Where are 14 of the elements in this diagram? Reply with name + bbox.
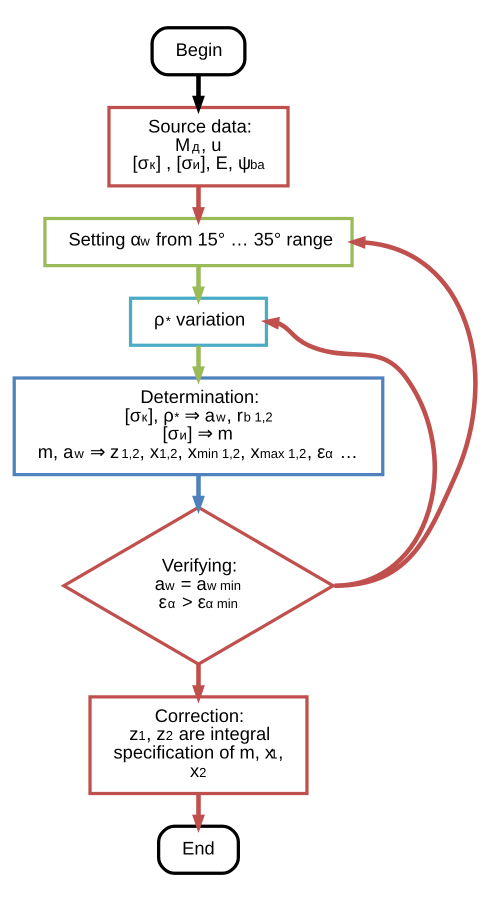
node-box: Setting αw from 15° … 35° range bbox=[42, 216, 354, 267]
node-box: Begin bbox=[150, 26, 246, 76]
node-box: ρ* variation bbox=[128, 296, 268, 346]
arrow bbox=[192, 664, 204, 704]
arrow bbox=[192, 345, 204, 384]
node-box: Source data: Mд, u [σк] , [σи], E, ψba bbox=[106, 105, 290, 187]
node-diamond: Verifying: aw = aw min εα > εα min bbox=[60, 504, 336, 666]
arrow bbox=[260, 316, 436, 588]
arrow bbox=[192, 265, 204, 304]
node-box: End bbox=[156, 824, 240, 874]
arrow bbox=[192, 74, 204, 114]
arrow bbox=[192, 793, 204, 832]
arrow bbox=[192, 474, 204, 514]
arrow bbox=[192, 186, 204, 225]
